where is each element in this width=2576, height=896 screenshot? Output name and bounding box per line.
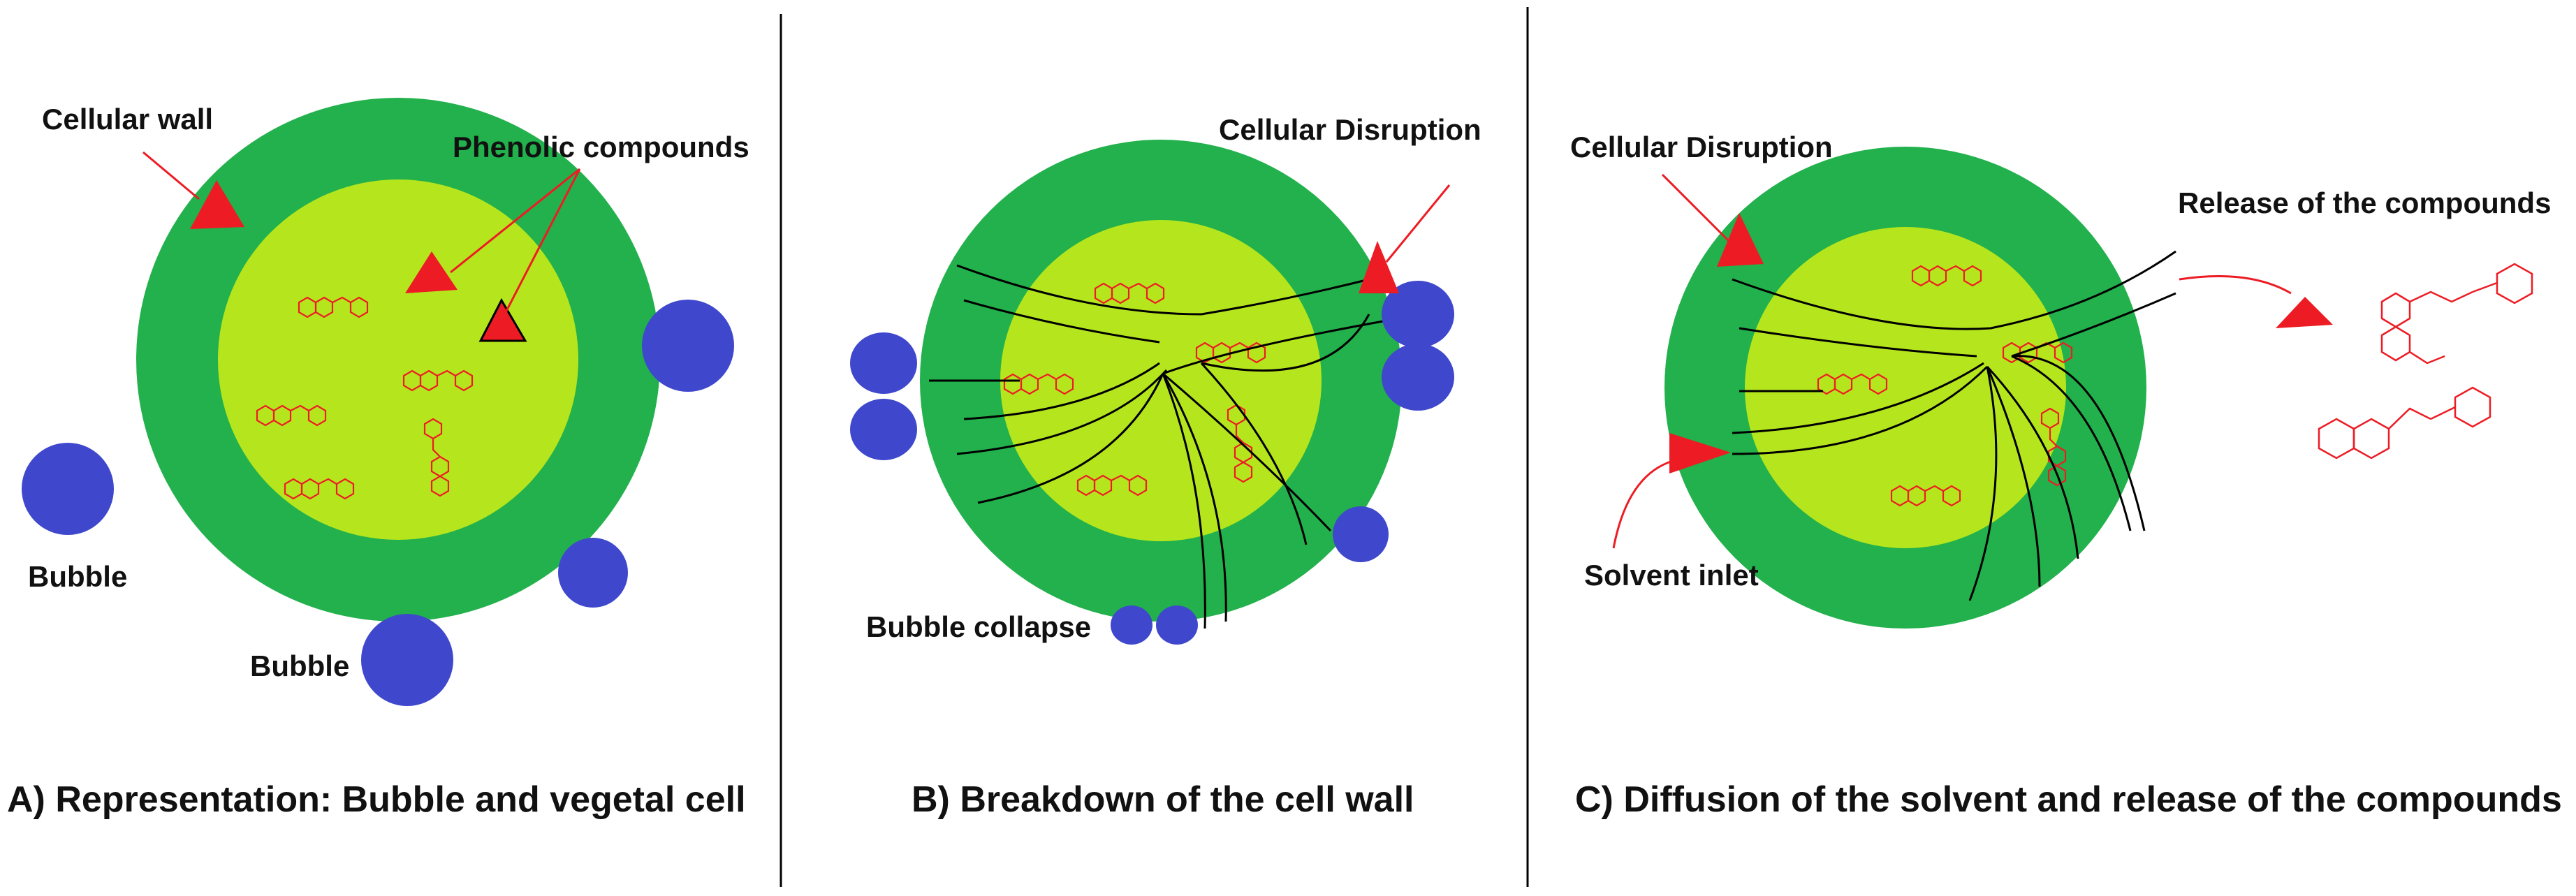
arrow-line [142, 151, 200, 200]
crack-lines [929, 264, 1384, 629]
red-arrowhead [1669, 433, 1731, 473]
released-molecule [2318, 386, 2491, 460]
arrow-line [450, 168, 580, 274]
bubble-cluster [850, 281, 1454, 645]
bubble-collapse-label: Bubble collapse [866, 610, 1091, 643]
panel-caption: B) Breakdown of the cell wall [912, 779, 1414, 820]
panel-a: Cellular wall Phenolic compounds Bubble … [7, 98, 749, 820]
cytoplasm [218, 179, 578, 540]
crack-lines [1732, 250, 2176, 601]
bubble [22, 443, 114, 535]
arrow-line [502, 168, 581, 318]
panel-caption: C) Diffusion of the solvent and release … [1575, 779, 2562, 820]
bubble [642, 300, 734, 392]
panel-c: Cellular Disruption Release of the compo… [1570, 131, 2562, 820]
red-arrowhead [1717, 213, 1764, 267]
solvent-inlet-label: Solvent inlet [1584, 559, 1759, 592]
arrow-line [1661, 173, 1730, 242]
cellular-wall-label: Cellular wall [42, 103, 213, 135]
panel-b: Cellular Disruption Bubble collapse B) B… [850, 113, 1481, 820]
cellular-disruption-label: Cellular Disruption [1570, 131, 1833, 163]
phenolic-compounds-label: Phenolic compounds [453, 131, 749, 163]
red-arrowhead [1359, 241, 1399, 293]
solvent-arrow-line [1612, 460, 1674, 549]
red-arrowhead [405, 251, 458, 293]
cytoplasm [1000, 220, 1322, 541]
cellular-disruption-label: Cellular Disruption [1219, 113, 1481, 146]
panel-caption: A) Representation: Bubble and vegetal ce… [7, 779, 746, 820]
bubble-label: Bubble [28, 560, 127, 593]
red-arrowhead [478, 298, 527, 342]
bubble [558, 538, 628, 608]
release-label: Release of the compounds [2178, 186, 2551, 219]
bubble [361, 614, 453, 706]
release-arrow-line [2179, 275, 2292, 295]
bubble-label: Bubble [250, 649, 349, 682]
cytoplasm [1745, 227, 2066, 548]
released-molecule [2380, 263, 2533, 365]
red-arrowhead [2276, 297, 2333, 328]
arrow-line [1385, 184, 1451, 263]
red-arrowhead [190, 180, 244, 229]
